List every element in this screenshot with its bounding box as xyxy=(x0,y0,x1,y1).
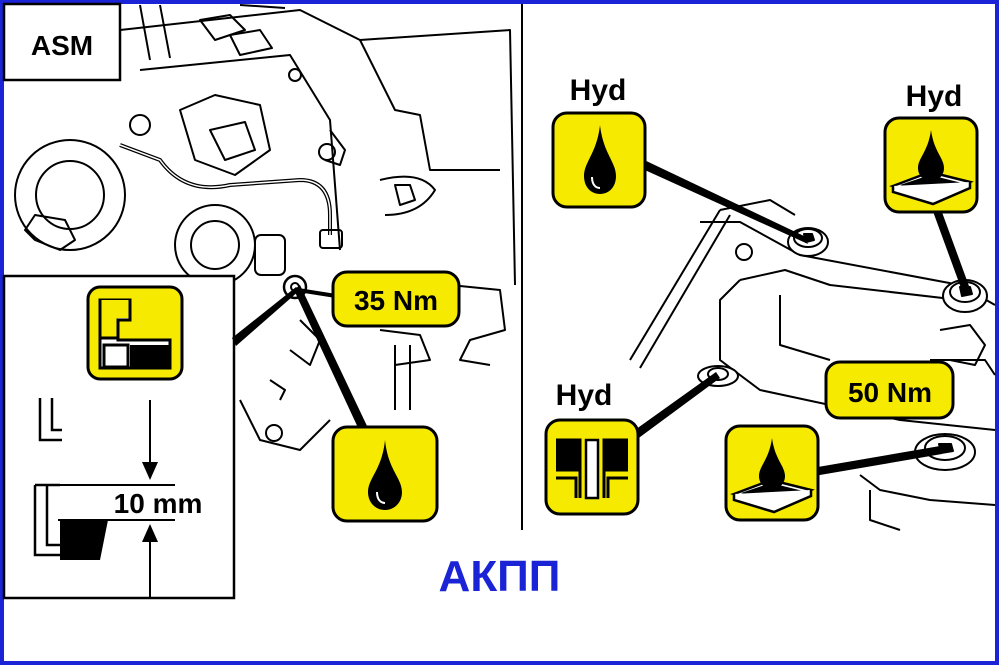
seal-washer-icon xyxy=(544,418,640,516)
level-inset: 10 mm xyxy=(2,274,236,600)
oil-drop-on-seal-icon xyxy=(883,116,979,214)
callout-line-hyd-1 xyxy=(636,158,808,244)
callout-line-hyd-3 xyxy=(632,372,720,440)
left-engine-drawing xyxy=(14,4,516,451)
oil-drop-on-seal-icon xyxy=(724,424,820,522)
transmission-title: АКПП xyxy=(438,552,561,601)
asm-label-box: ASM xyxy=(2,2,122,82)
torque-badge-50: 50 Nm xyxy=(824,360,955,420)
level-dimension-label: 10 mm xyxy=(114,488,203,519)
callout-line-50nm xyxy=(812,446,942,476)
level-check-icon xyxy=(86,285,184,381)
torque-badge-35: 35 Nm xyxy=(297,270,461,328)
callout-line-oil xyxy=(294,285,368,432)
oil-drop-icon xyxy=(331,425,439,523)
torque-50-label: 50 Nm xyxy=(848,377,932,408)
asm-label: ASM xyxy=(31,30,93,61)
callout-line-hyd-2 xyxy=(931,204,969,288)
hyd-label-3: Hyd xyxy=(556,379,613,412)
hyd-label-1: Hyd xyxy=(570,74,627,107)
hyd-label-2: Hyd xyxy=(906,80,963,113)
torque-35-label: 35 Nm xyxy=(354,285,438,316)
callout-line-left xyxy=(232,287,300,346)
oil-drop-icon xyxy=(551,111,647,209)
